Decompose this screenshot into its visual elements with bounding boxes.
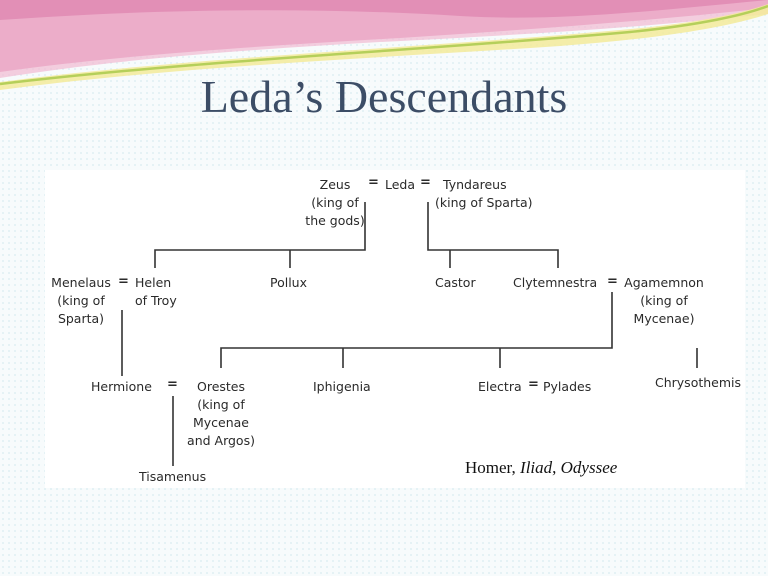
- helen-name: Helen: [135, 275, 172, 290]
- node-tyndareus: Tyndareus (king of Sparta): [435, 176, 533, 212]
- orestes-title-line-1: (king of: [197, 397, 245, 412]
- hermione-name: Hermione: [91, 379, 152, 394]
- citation-work-odyssee: Odyssee: [560, 458, 618, 477]
- node-iphigenia: Iphigenia: [313, 378, 371, 396]
- citation-work-iliad: Iliad: [520, 458, 553, 477]
- marriage-sign-electra-pylades: =: [528, 377, 539, 392]
- agamemnon-title-line-1: (king of: [640, 293, 688, 308]
- node-pollux: Pollux: [270, 274, 307, 292]
- leda-tyndareus-descent-line: [427, 202, 559, 268]
- citation-separator: ,: [552, 458, 557, 477]
- node-helen: Helen of Troy: [135, 274, 177, 310]
- zeus-title-line-1: (king of: [311, 195, 359, 210]
- clytemnestra-agamemnon-descent-line: [220, 292, 698, 368]
- node-leda: Leda: [385, 176, 415, 194]
- menelaus-title-line-2: Sparta): [57, 311, 105, 326]
- citation-author: Homer,: [465, 458, 516, 477]
- marriage-sign-clytemnestra-agamemnon: =: [607, 274, 618, 289]
- marriage-sign-menelaus-helen: =: [118, 274, 129, 289]
- node-castor: Castor: [435, 274, 476, 292]
- family-tree-panel: Zeus (king of the gods) = Leda = Tyndare…: [45, 170, 745, 488]
- node-pylades: Pylades: [543, 378, 591, 396]
- zeus-title-line-2: the gods): [305, 213, 365, 228]
- marriage-sign-hermione-orestes: =: [167, 377, 178, 392]
- menelaus-name: Menelaus: [51, 275, 111, 290]
- zeus-leda-descent-line: [154, 202, 366, 268]
- electra-name: Electra: [478, 379, 522, 394]
- helen-title: of Troy: [135, 293, 177, 308]
- chrysothemis-name: Chrysothemis: [655, 375, 742, 390]
- source-citation: Homer, Iliad, Odyssee: [465, 458, 617, 478]
- orestes-name: Orestes: [196, 379, 245, 394]
- pylades-name: Pylades: [543, 379, 592, 394]
- pollux-name: Pollux: [270, 275, 308, 290]
- leda-name: Leda: [385, 177, 416, 192]
- family-tree-connectors: [121, 202, 698, 466]
- marriage-sign-leda-tyndareus: =: [420, 175, 431, 190]
- tyndareus-title: (king of Sparta): [435, 195, 533, 210]
- iphigenia-name: Iphigenia: [313, 379, 371, 394]
- node-clytemnestra: Clytemnestra: [513, 274, 597, 292]
- zeus-name: Zeus: [319, 177, 351, 192]
- node-orestes: Orestes (king of Mycenae and Argos): [185, 378, 257, 450]
- marriage-sign-zeus-leda: =: [368, 175, 379, 190]
- node-tisamenus: Tisamenus: [139, 468, 206, 486]
- green-line: [0, 4, 768, 86]
- yellow-swoosh: [0, 4, 768, 90]
- light-pink-band: [0, 0, 768, 78]
- node-agamemnon: Agamemnon (king of Mycenae): [623, 274, 705, 328]
- slide-title: Leda’s Descendants: [200, 71, 568, 122]
- clytemnestra-name: Clytemnestra: [513, 275, 598, 290]
- orestes-title-line-2: Mycenae: [192, 415, 250, 430]
- castor-name: Castor: [435, 275, 476, 290]
- orestes-title-line-3: and Argos): [187, 433, 255, 448]
- node-electra: Electra: [478, 378, 522, 396]
- node-hermione: Hermione: [91, 378, 152, 396]
- node-menelaus: Menelaus (king of Sparta): [45, 274, 117, 328]
- tisamenus-name: Tisamenus: [139, 469, 207, 484]
- menelaus-title-line-1: (king of: [57, 293, 105, 308]
- header-swoosh-decoration: [0, 0, 768, 90]
- agamemnon-name: Agamemnon: [624, 275, 704, 290]
- tyndareus-name: Tyndareus: [443, 177, 507, 192]
- node-chrysothemis: Chrysothemis: [655, 374, 741, 392]
- agamemnon-title-line-2: Mycenae): [633, 311, 695, 326]
- node-zeus: Zeus (king of the gods): [299, 176, 371, 230]
